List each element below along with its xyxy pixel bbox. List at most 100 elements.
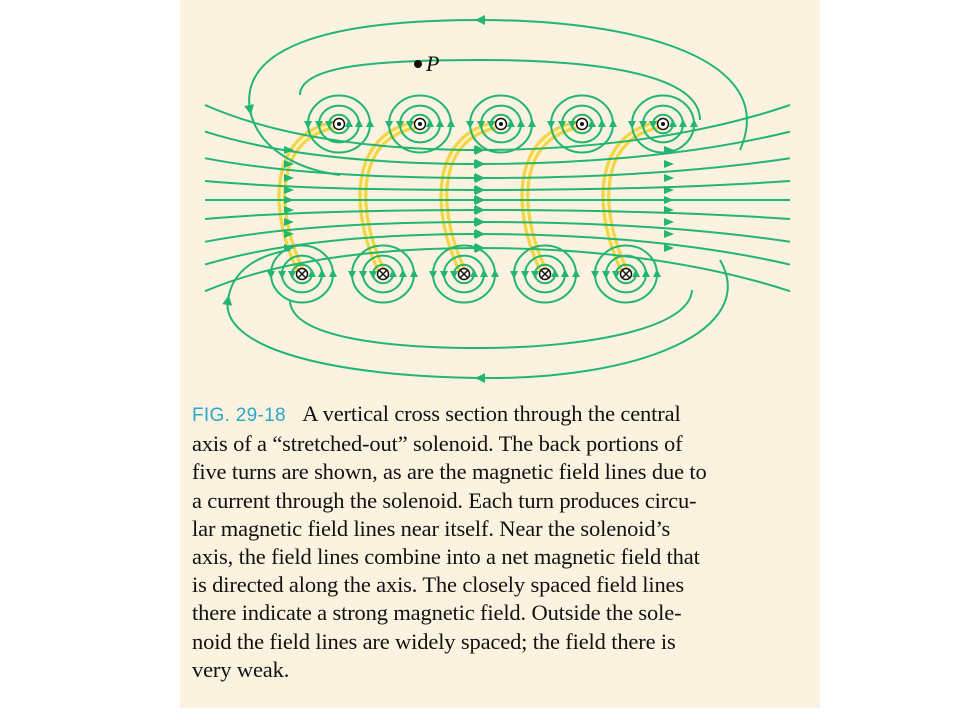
coil-highlight [604,122,664,275]
field-arrow [288,271,296,279]
wire-dot [661,122,665,126]
field-arrow [348,271,356,279]
outer-field-line [289,289,693,350]
field-arrow [470,269,478,277]
field-arrow [359,271,367,279]
field-arrow [267,271,275,279]
figure-caption: FIG. 29-18 A vertical cross section thro… [192,400,808,684]
field-arrow [474,146,484,154]
field-arrow [366,119,374,127]
field-arrow [284,196,294,204]
wire-dot [580,122,584,126]
field-arrow [385,121,393,129]
axial-field-line [204,180,791,195]
caption-text: A vertical cross section through the cen… [192,401,707,682]
outer-field-line [222,249,729,384]
wire-dot [418,122,422,126]
field-arrow [664,244,674,252]
axial-field-lines [204,104,791,293]
field-arrow [284,218,294,226]
field-arrow [450,271,458,279]
field-arrow [690,119,698,127]
field-arrow [507,119,515,127]
field-arrow [410,269,418,277]
coil-highlight [442,122,502,275]
field-arrow [517,119,525,127]
point-p: P [414,51,439,76]
field-arrow [308,269,316,277]
field-arrow [369,271,377,279]
field-arrow [447,119,455,127]
field-arrow [429,271,437,279]
coil-highlight [523,122,583,275]
field-arrow [521,271,529,279]
field-arrow [436,119,444,127]
field-arrow [284,174,294,182]
figure-label: FIG. 29-18 [192,405,286,426]
field-arrow [639,121,647,129]
wire-dot [337,122,341,126]
point-p-label: P [425,51,439,76]
wire-cross [378,269,388,279]
field-arrow [355,119,363,127]
point-p-dot [414,60,422,68]
field-arrow [474,218,484,226]
field-arrow [664,206,674,214]
field-arrow [315,121,323,129]
field-arrow [664,186,674,194]
field-arrow [284,160,294,168]
field-arrow [284,230,294,238]
field-arrow [345,119,353,127]
field-arrow [628,121,636,129]
field-arrow [664,218,674,226]
field-arrow [474,230,484,238]
field-arrow [487,121,495,129]
field-arrow [568,121,576,129]
field-arrow [406,121,414,129]
field-arrow [664,196,674,204]
field-arrow [466,121,474,129]
wire-cross [540,269,550,279]
outer-field-line [299,58,701,121]
field-arrow [329,269,337,277]
field-arrow [477,121,485,129]
outer-field-line [244,15,748,176]
wire-field-loops [267,94,698,304]
field-arrow [491,269,499,277]
field-arrow [531,271,539,279]
field-arrow [474,206,484,214]
field-arrow [426,119,434,127]
field-arrow [664,174,674,182]
solenoid-coils [277,119,668,279]
field-arrow [649,121,657,129]
wire-cross [297,269,307,279]
field-arrow [598,119,606,127]
wire-dot [499,122,503,126]
field-arrow [669,119,677,127]
field-arrow [588,119,596,127]
field-arrow [318,269,326,277]
field-arrow [609,119,617,127]
field-arrow [558,121,566,129]
field-arrow [679,119,687,127]
field-arrow [278,271,286,279]
outer-field-lines [222,15,748,384]
field-arrow [440,271,448,279]
field-arrow [304,121,312,129]
field-arrow [572,269,580,277]
field-arrow [653,269,661,277]
field-arrow [399,269,407,277]
coil-highlight [361,122,421,275]
field-arrow [510,271,518,279]
wire-cross [621,269,631,279]
field-arrow [474,174,484,182]
field-arrow [664,160,674,168]
field-arrow [591,271,599,279]
wire-cross-sections [295,117,670,281]
coil-highlight [280,122,340,275]
field-arrow [474,186,484,194]
field-arrow [396,121,404,129]
field-arrow [551,269,559,277]
